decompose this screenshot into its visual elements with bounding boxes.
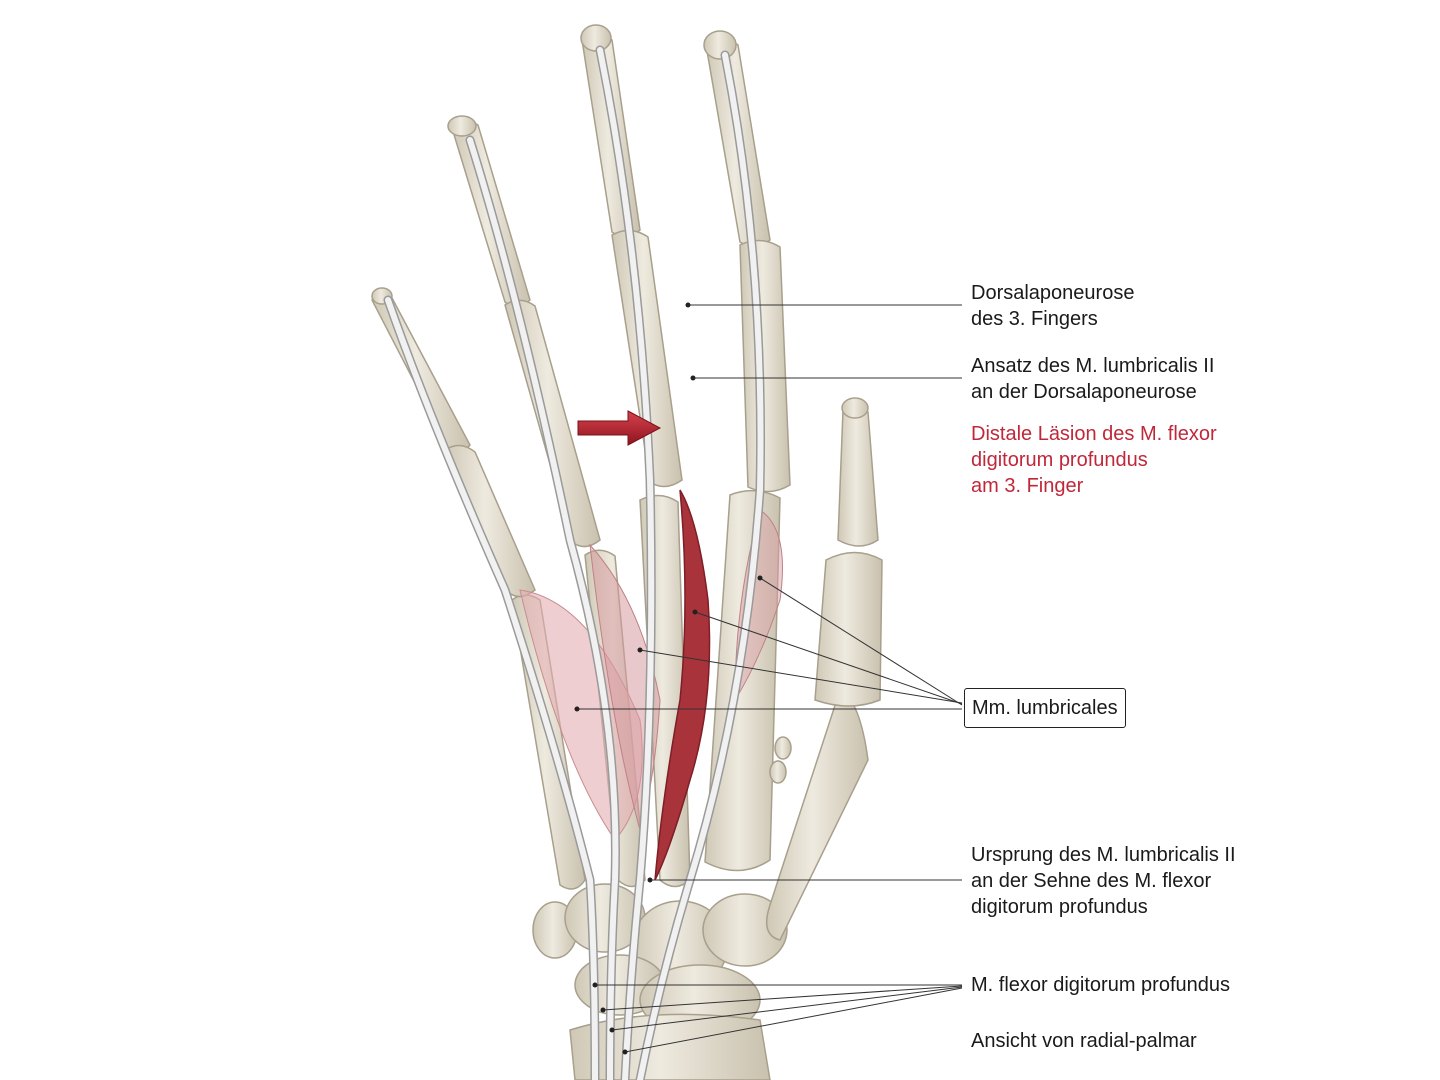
flexor-tendons [383, 45, 766, 1080]
leader-lines [577, 304, 963, 1053]
label-flexor-profundus: M. flexor digitorum profundus [971, 974, 1231, 996]
label-dorsalaponeurose: Dorsalaponeurose des 3. Fingers [971, 282, 1135, 330]
label-view-caption: Ansicht von radial-palmar [971, 1030, 1197, 1052]
label-distale-laesion: Distale Läsion des M. flexor digitorum p… [971, 423, 1217, 497]
label-mm-lumbricales: Mm. lumbricales [964, 688, 1126, 728]
lesion-arrow [577, 410, 662, 446]
lumbrical-ii-muscle [654, 489, 711, 881]
leader-points [574, 302, 763, 1055]
label-ursprung-lumbricalis: Ursprung des M. lumbricalis II an der Se… [971, 844, 1236, 918]
label-ansatz-lumbricalis: Ansatz des M. lumbricalis II an der Dors… [971, 355, 1215, 403]
